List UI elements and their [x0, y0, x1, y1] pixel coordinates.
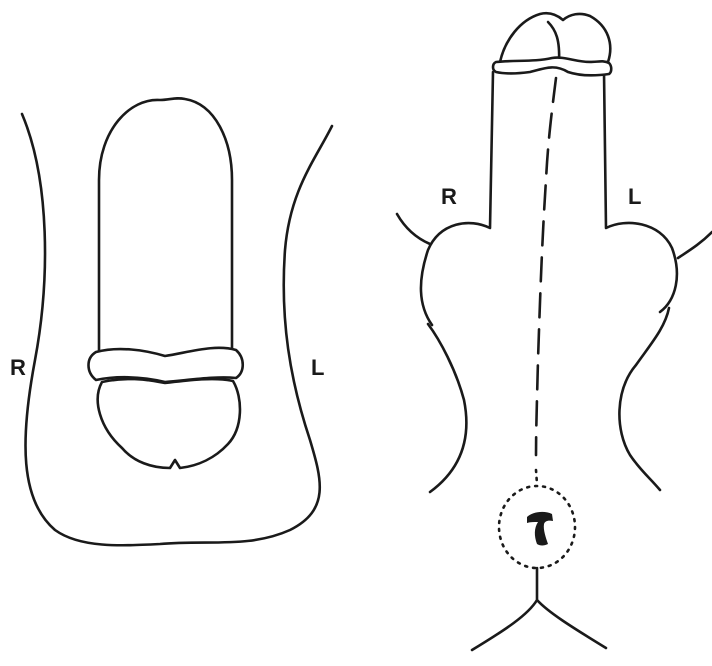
right-view-right-fold	[397, 214, 430, 244]
right-view-right-thigh	[428, 324, 466, 492]
left-view-shaft	[99, 98, 232, 352]
right-view-bottom-split	[472, 568, 606, 650]
right-view-left-fold	[678, 232, 712, 258]
left-view-glans	[98, 379, 240, 468]
right-view-raphe	[536, 78, 556, 455]
right-view-left-thigh	[619, 308, 669, 490]
left-view: R L	[10, 98, 332, 545]
right-view: R L	[397, 13, 712, 650]
left-view-label-r: R	[10, 355, 26, 380]
right-view-label-r: R	[441, 184, 457, 209]
right-view-dotted-tail	[536, 470, 537, 484]
left-view-label-l: L	[311, 355, 324, 380]
right-view-glans	[500, 13, 610, 62]
left-view-collar	[89, 348, 243, 382]
left-view-body-outline	[22, 114, 332, 545]
right-view-anus-mark	[527, 512, 553, 546]
right-view-label-l: L	[628, 184, 641, 209]
